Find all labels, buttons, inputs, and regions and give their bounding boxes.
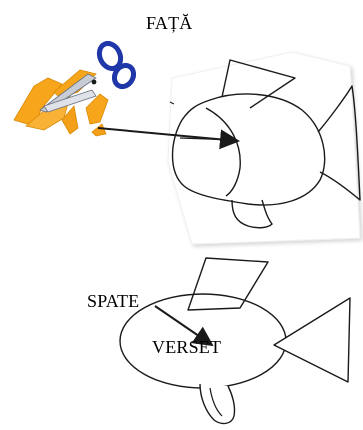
fish-front-drawing [168,52,360,244]
label-front: FAȚĂ [146,13,192,33]
label-verse: VERSET [152,337,221,357]
back-tail [274,298,350,382]
back-lower-fin [200,384,235,423]
scissors-icon [40,40,137,112]
back-dorsal-fin [188,258,268,310]
label-back: SPATE [87,291,139,311]
paper-sheet [168,52,360,244]
